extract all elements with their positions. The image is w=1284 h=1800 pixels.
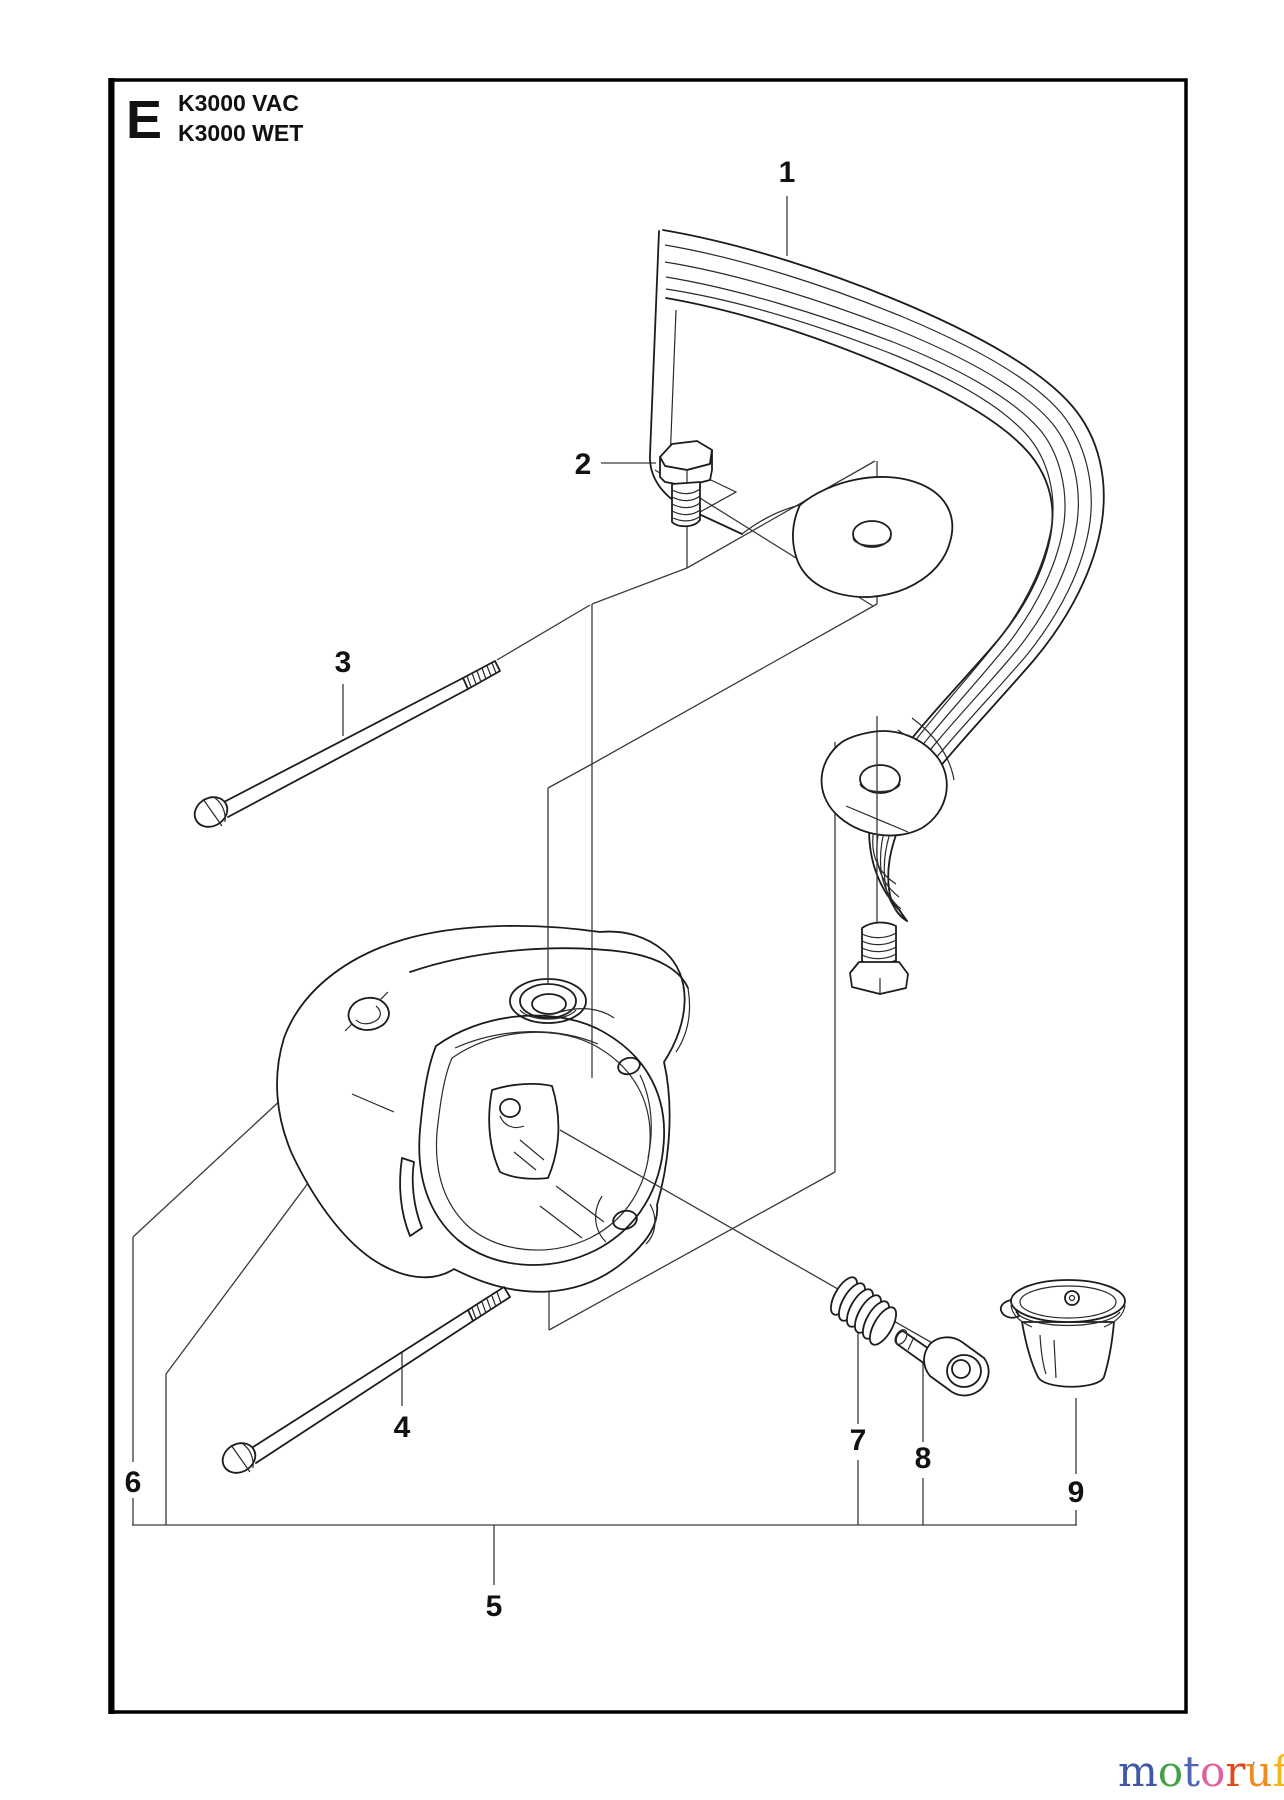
page-frame (108, 78, 1188, 1714)
logo-letter: m (1118, 1747, 1158, 1796)
hex-bolt-drawing (659, 440, 713, 528)
part-label-2: 2 (575, 448, 592, 481)
model-name-1: K3000 VAC (178, 90, 299, 116)
logo-letter: o (1200, 1747, 1226, 1796)
section-letter: E (126, 90, 162, 150)
logo-letter: u (1245, 1747, 1273, 1796)
title-block: E K3000 VAC K3000 WET (126, 90, 303, 150)
logo-letter: f (1272, 1747, 1284, 1796)
part-label-5: 5 (486, 1590, 503, 1623)
part-label-8: 8 (915, 1442, 932, 1475)
model-name-2: K3000 WET (178, 120, 303, 146)
socket-screw-drawing (894, 1329, 990, 1397)
spring-drawing (830, 1276, 897, 1346)
motoruf-watermark: motoruf.de ’ (1118, 1750, 1284, 1798)
part-label-1: 1 (779, 156, 796, 189)
part-number-labels: 1 2 3 4 5 6 7 8 9 (125, 156, 1085, 1623)
part-label-3: 3 (335, 646, 352, 679)
part-label-4: 4 (394, 1411, 411, 1444)
logo-letter: r (1225, 1747, 1246, 1796)
part-label-9: 9 (1068, 1476, 1085, 1509)
part-label-7: 7 (850, 1424, 867, 1457)
front-handle-drawing (649, 229, 1105, 922)
retainer-clip-drawing (344, 991, 390, 1032)
part-label-6: 6 (125, 1466, 142, 1499)
logo-accent-mark: ’ (1250, 1758, 1256, 1777)
cup-container-drawing (999, 1279, 1126, 1388)
housing-cover-drawing (276, 924, 691, 1293)
hex-bolt-inverted-drawing (849, 921, 909, 995)
logo-letter: o (1157, 1747, 1184, 1796)
long-screw-lower-drawing (221, 1286, 511, 1474)
logo-letter: t (1183, 1747, 1201, 1796)
long-screw-upper-drawing (193, 660, 501, 828)
